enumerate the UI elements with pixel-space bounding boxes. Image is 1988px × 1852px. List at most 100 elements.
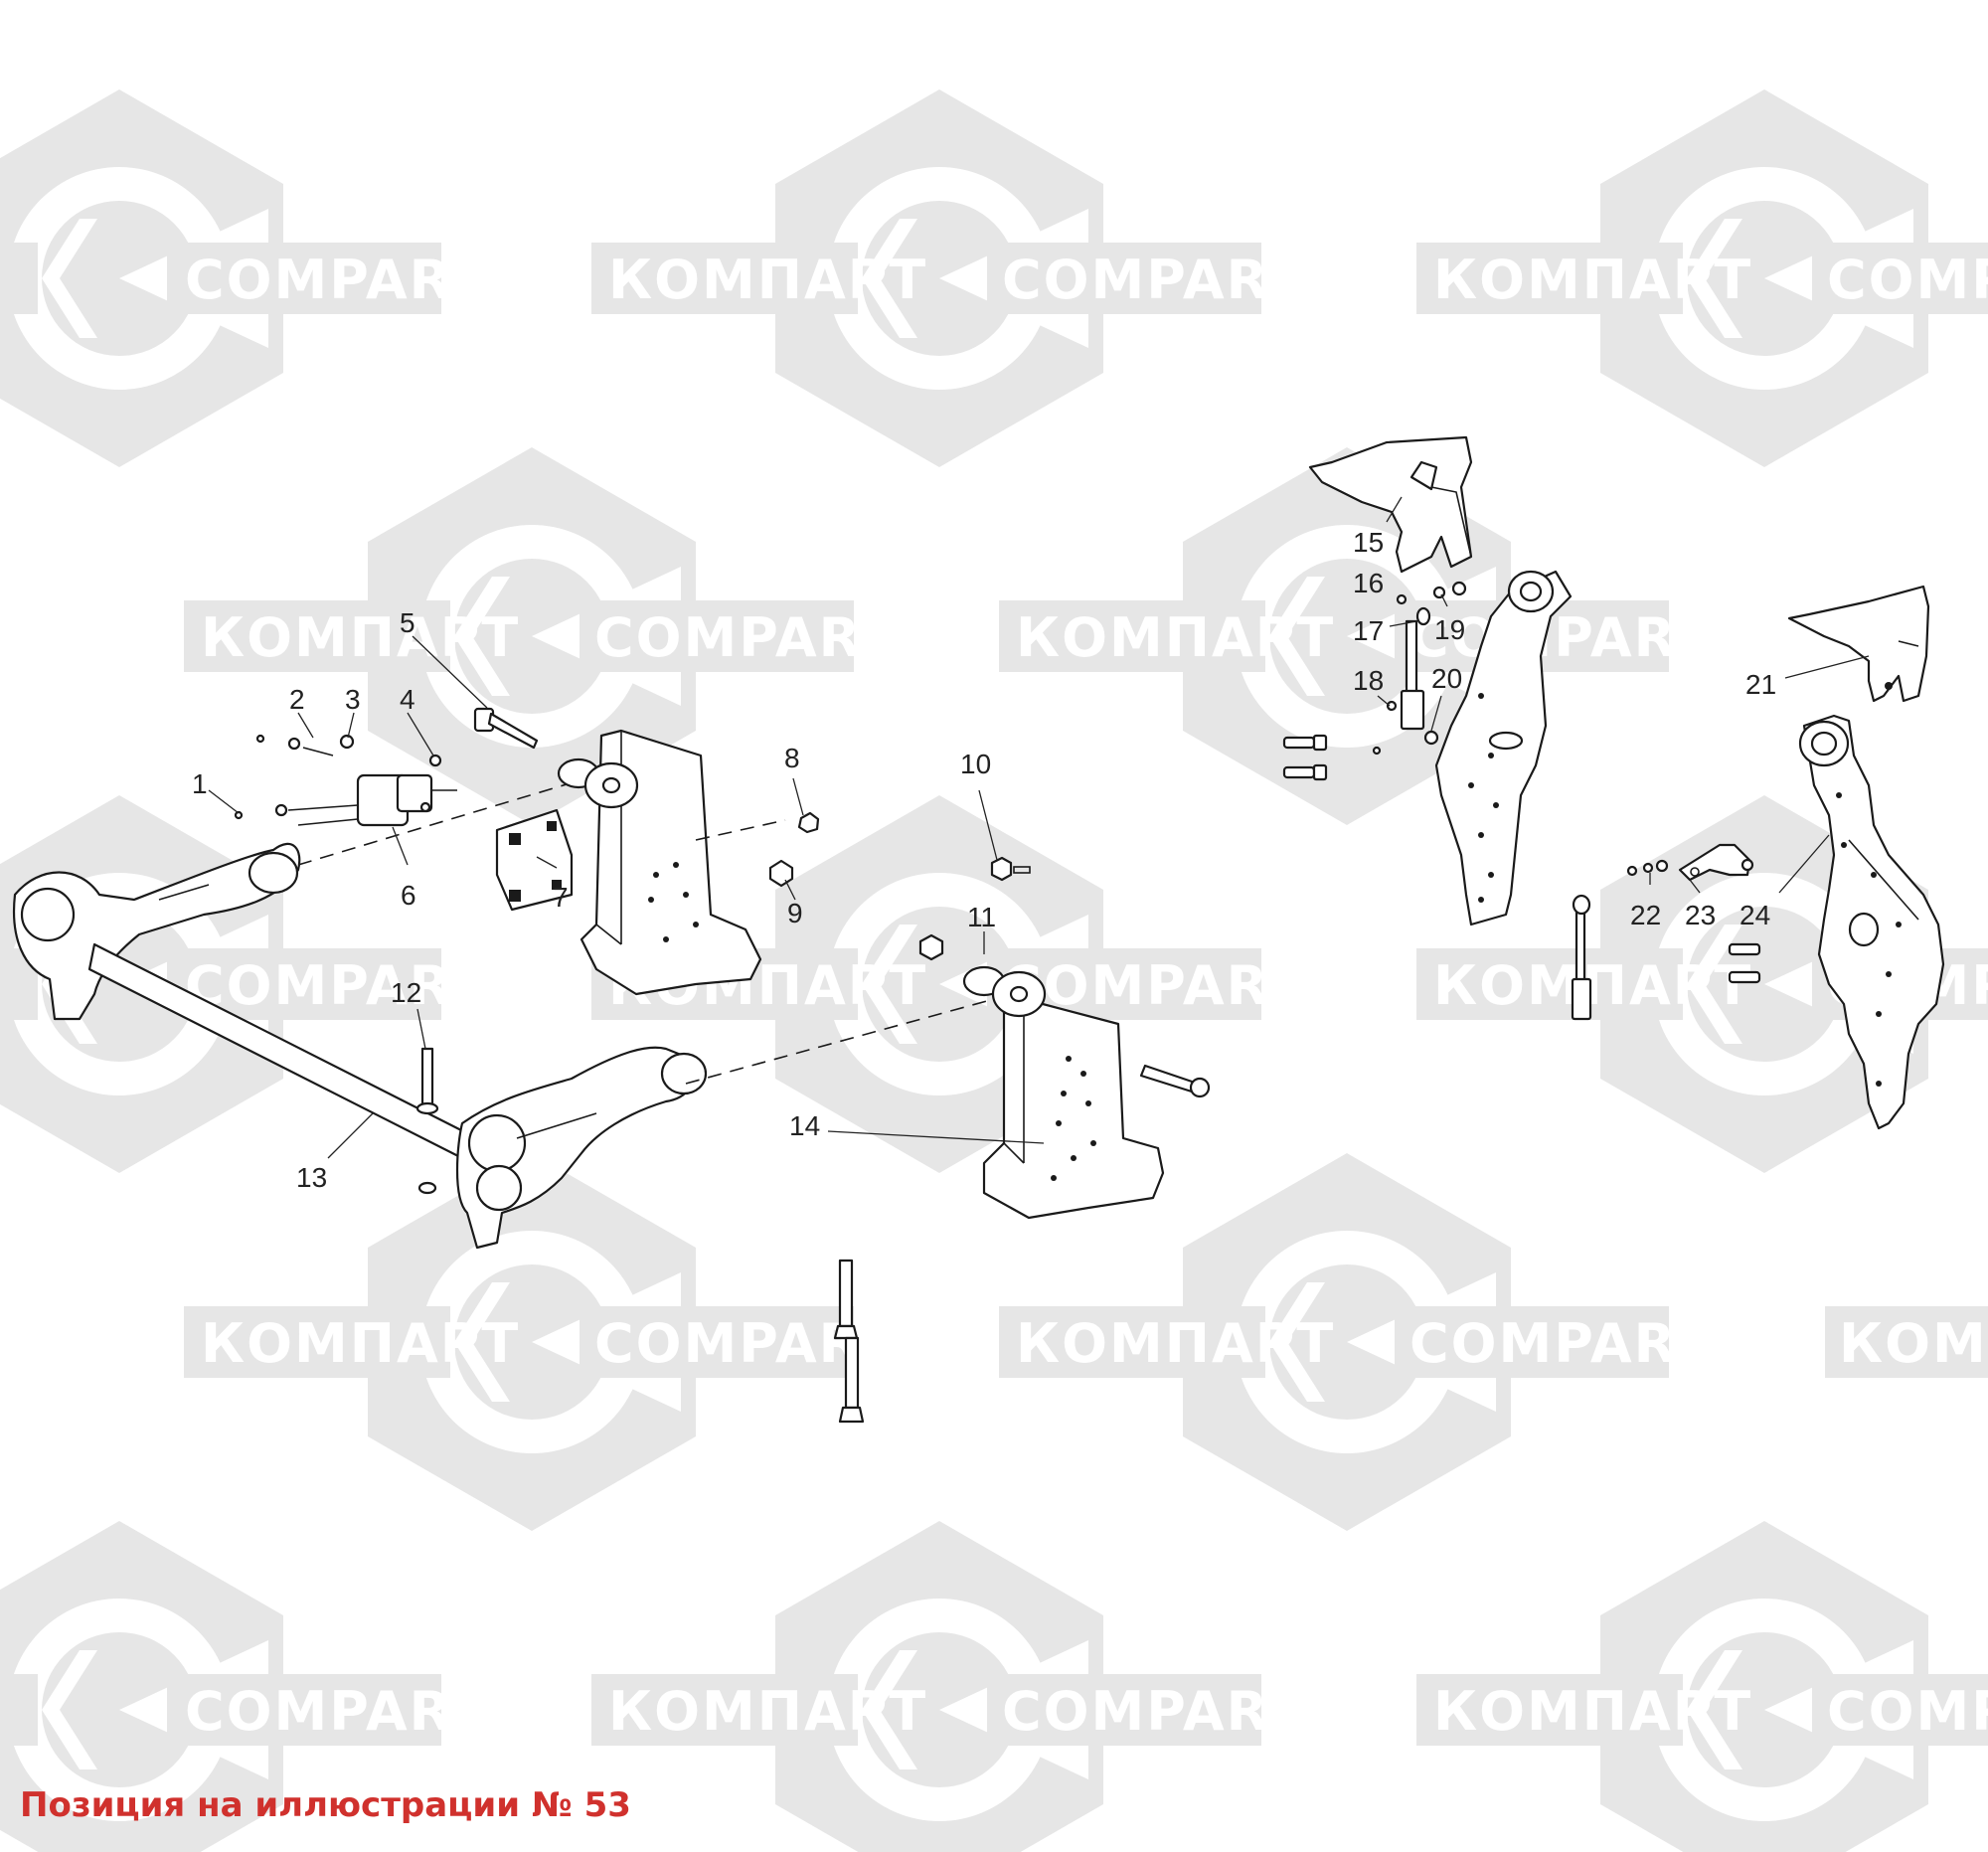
watermark-logo: КОМПАРТ: [1825, 1306, 1988, 1378]
svg-text:13: 13: [296, 1162, 327, 1193]
callout-6: 6: [392, 826, 416, 911]
svg-text:1: 1: [192, 768, 208, 799]
watermark-layer: COMPART КОМПАРТ COMPART КОМПАРТ COMPART …: [0, 89, 1988, 1852]
fasteners-left: [234, 734, 1031, 1195]
svg-text:15: 15: [1353, 527, 1384, 558]
watermark-logo: КОМПАРТ COMPART: [591, 89, 1306, 467]
watermark-text: КОМПАРТ: [1016, 606, 1335, 669]
svg-text:21: 21: [1745, 669, 1776, 700]
upper-mount-bracket-right: [1787, 585, 1930, 703]
svg-text:8: 8: [784, 743, 800, 773]
callout-20: 20: [1430, 663, 1462, 732]
watermark-text: КОМПАРТ: [1839, 1312, 1988, 1375]
watermark-text: COMPART: [1409, 1312, 1714, 1375]
callout-12: 12: [391, 977, 426, 1050]
watermark-text: КОМПАРТ: [1016, 1312, 1335, 1375]
callout-13: 13: [296, 1112, 374, 1193]
watermark-logo: КОМПАРТ COMPART: [999, 1153, 1714, 1531]
callout-1: 1: [192, 768, 240, 814]
callout-24: 24: [1740, 834, 1830, 930]
watermark-text: КОМПАРТ: [608, 1680, 927, 1743]
long-bracket-right: [1798, 714, 1945, 1130]
callout-15: 15: [1353, 496, 1403, 558]
watermark-text: КОМПАРТ: [1433, 954, 1752, 1017]
vertical-bracket: [1400, 570, 1573, 926]
svg-text:7: 7: [553, 882, 569, 913]
mount-plate: [495, 808, 574, 912]
svg-text:5: 5: [400, 607, 415, 638]
svg-text:23: 23: [1685, 900, 1716, 930]
callout-14: 14: [789, 1110, 1045, 1144]
callout-21: 21: [1745, 655, 1870, 700]
callout-4: 4: [400, 684, 434, 757]
svg-text:22: 22: [1630, 900, 1661, 930]
svg-text:4: 4: [400, 684, 415, 715]
watermark-logo: COMPART: [0, 1521, 489, 1852]
watermark-logo: КОМПАРТ COMPART: [591, 1521, 1306, 1852]
watermark-text: COMPART: [1409, 606, 1714, 669]
watermark-logo: COMPART: [0, 795, 489, 1173]
svg-text:18: 18: [1353, 665, 1384, 696]
watermark-text: COMPART: [594, 606, 899, 669]
svg-text:17: 17: [1353, 615, 1384, 646]
side-bracket-right: [962, 965, 1211, 1220]
watermark-text: COMPART: [1002, 1680, 1306, 1743]
svg-text:19: 19: [1434, 614, 1465, 645]
watermark-logo: COMPART: [0, 89, 489, 467]
watermark-text: КОМПАРТ: [1433, 249, 1752, 311]
callout-9: 9: [784, 879, 803, 928]
callout-18: 18: [1353, 665, 1391, 707]
watermark-text: COMPART: [1827, 249, 1988, 311]
callout-19: 19: [1434, 593, 1465, 645]
upper-mount-bracket: [1308, 435, 1473, 574]
fasteners-right: [1282, 581, 1467, 781]
callout-11: 11: [967, 902, 996, 954]
link-rod: [1571, 859, 1761, 1021]
side-bracket-left: [557, 729, 786, 996]
crossmember: [13, 774, 995, 1250]
svg-text:6: 6: [401, 880, 416, 911]
svg-text:16: 16: [1353, 568, 1384, 598]
callout-8: 8: [784, 743, 804, 816]
watermark-text: КОМПАРТ: [608, 249, 927, 311]
svg-text:14: 14: [789, 1110, 820, 1141]
svg-text:24: 24: [1740, 900, 1770, 930]
watermark-logo: КОМПАРТ COMPART: [1416, 1521, 1988, 1852]
callout-23: 23: [1685, 879, 1716, 930]
long-bolt: [473, 707, 539, 750]
svg-text:12: 12: [391, 977, 421, 1008]
watermark-text: COMPART: [185, 954, 489, 1017]
callout-22: 22: [1630, 873, 1661, 930]
svg-text:2: 2: [289, 684, 305, 715]
bolts-bottom: [833, 1259, 865, 1424]
watermark-text: КОМПАРТ: [201, 606, 520, 669]
watermark-text: COMPART: [1002, 249, 1306, 311]
callout-10: 10: [960, 749, 998, 861]
watermark-logo: КОМПАРТ COMPART: [1416, 89, 1988, 467]
parts-layer: [13, 435, 1945, 1424]
clip-bracket: [1678, 843, 1754, 882]
illustration-position-caption: Позиция на иллюстрации № 53: [20, 1785, 631, 1825]
watermark-text: КОМПАРТ: [201, 1312, 520, 1375]
svg-text:20: 20: [1431, 663, 1462, 694]
callout-17: 17: [1353, 615, 1417, 646]
watermark-logo: КОМПАРТ COMPART: [999, 447, 1714, 825]
watermark-logo: КОМПАРТ COMPART: [184, 1153, 897, 1531]
callout-16: 16: [1353, 568, 1384, 598]
callout-3: 3: [345, 684, 361, 739]
watermark-logo: КОМПАРТ COMPART: [184, 447, 899, 825]
watermark-text: COMPART: [185, 249, 489, 311]
callout-5: 5: [400, 607, 488, 709]
svg-text:10: 10: [960, 749, 991, 779]
svg-text:11: 11: [967, 902, 996, 932]
callout-2: 2: [289, 684, 314, 739]
svg-text:9: 9: [787, 898, 803, 928]
callouts: 1 2 3 4 5 6 7 8: [192, 496, 1870, 1193]
watermark-text: COMPART: [1827, 1680, 1988, 1743]
watermark-text: COMPART: [185, 1680, 489, 1743]
watermark-text: КОМПАРТ: [1433, 1680, 1752, 1743]
callout-7: 7: [536, 856, 569, 913]
svg-text:3: 3: [345, 684, 361, 715]
pump-assembly: [287, 773, 457, 827]
